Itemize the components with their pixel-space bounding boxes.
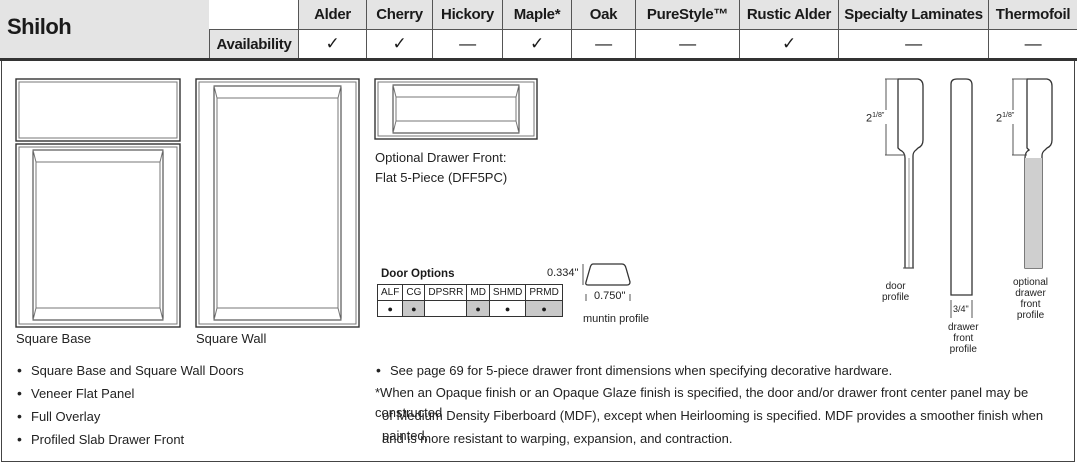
door-profile-drawing (885, 78, 924, 269)
door-option-mark (424, 300, 468, 317)
optional-profile-height: 21/8" (996, 112, 1015, 125)
door-profile-label: door profile (882, 281, 910, 303)
square-base-door-drawing (15, 143, 181, 328)
page-reference-note: See page 69 for 5-piece drawer front dim… (376, 362, 892, 378)
optional-profile-label: optional drawer front profile (1013, 277, 1049, 321)
door-option-mark: ● (376, 300, 404, 317)
header-bottom-rule (0, 58, 1077, 61)
door-option-mark: ● (525, 300, 563, 317)
door-option-code: PRMD (525, 284, 563, 301)
door-option-code: ALF (376, 284, 404, 301)
door-option-mark: ● (466, 300, 490, 317)
content-panel (1, 61, 1075, 462)
feature-item: Square Base and Square Wall Doors (17, 362, 244, 378)
availability-label: Availability (209, 30, 298, 58)
door-option-code: DPSRR (424, 284, 468, 301)
door-options-title: Door Options (381, 268, 455, 280)
mdf-note-line-2: of Medium Density Fiberboard (MDF), exce… (382, 408, 1044, 443)
drawer-profile-width: 3/4" (953, 304, 969, 314)
species-header: Oak (571, 0, 635, 30)
species-header: Hickory (432, 0, 502, 30)
availability-mark: — (432, 30, 502, 58)
door-option-code: SHMD (488, 284, 527, 301)
mdf-note-line-1: *When an Opaque finish or an Opaque Glaz… (375, 385, 1029, 420)
feature-item: Veneer Flat Panel (17, 385, 134, 401)
drawer-front-profile-drawing (950, 78, 973, 318)
availability-mark: — (635, 30, 739, 58)
availability-mark: — (988, 30, 1077, 58)
door-option-code: MD (466, 284, 490, 301)
muntin-label: muntin profile (583, 313, 650, 325)
species-header: PureStyle™ (635, 0, 739, 30)
availability-mark: — (838, 30, 988, 58)
feature-item: Profiled Slab Drawer Front (17, 431, 184, 447)
species-header: Specialty Laminates (838, 0, 988, 30)
page-title: Shiloh (7, 14, 72, 39)
door-option-mark: ● (402, 300, 426, 317)
square-base-drawer-drawing (15, 78, 181, 142)
muntin-height: 0.334" (547, 267, 579, 279)
availability-mark: ✓ (298, 30, 366, 58)
availability-mark: ✓ (502, 30, 571, 58)
availability-mark: ✓ (366, 30, 432, 58)
door-profile-height: 21/8" (866, 112, 885, 125)
muntin-profile-drawing (582, 263, 631, 301)
muntin-width: 0.750" (594, 290, 626, 302)
drawer-front-drawing (374, 78, 538, 140)
species-header: Maple* (502, 0, 571, 30)
door-option-mark: ● (488, 300, 527, 317)
square-base-label: Square Base (16, 331, 92, 346)
availability-mark: ✓ (739, 30, 838, 58)
drawer-front-title: Optional Drawer Front: (375, 150, 507, 165)
door-option-code: CG (402, 284, 426, 301)
square-wall-door-drawing (195, 78, 360, 328)
drawer-front-name: Flat 5-Piece (DFF5PC) (375, 170, 508, 185)
square-wall-label: Square Wall (196, 331, 267, 346)
species-header: Alder (298, 0, 366, 30)
species-header: Cherry (366, 0, 432, 30)
availability-mark: — (571, 30, 635, 58)
drawer-profile-label: drawer front profile (948, 322, 979, 355)
feature-item: Full Overlay (17, 408, 100, 424)
species-header: Rustic Alder (739, 0, 838, 30)
availability-header: Shiloh Availability Alder✓Cherry✓Hickory… (0, 0, 1077, 61)
title-cell: Shiloh (0, 0, 209, 58)
species-header: Thermofoil (988, 0, 1077, 30)
optional-drawer-profile-drawing (1012, 78, 1053, 269)
mdf-note-line-3: and is more resistant to warping, expans… (382, 431, 733, 446)
